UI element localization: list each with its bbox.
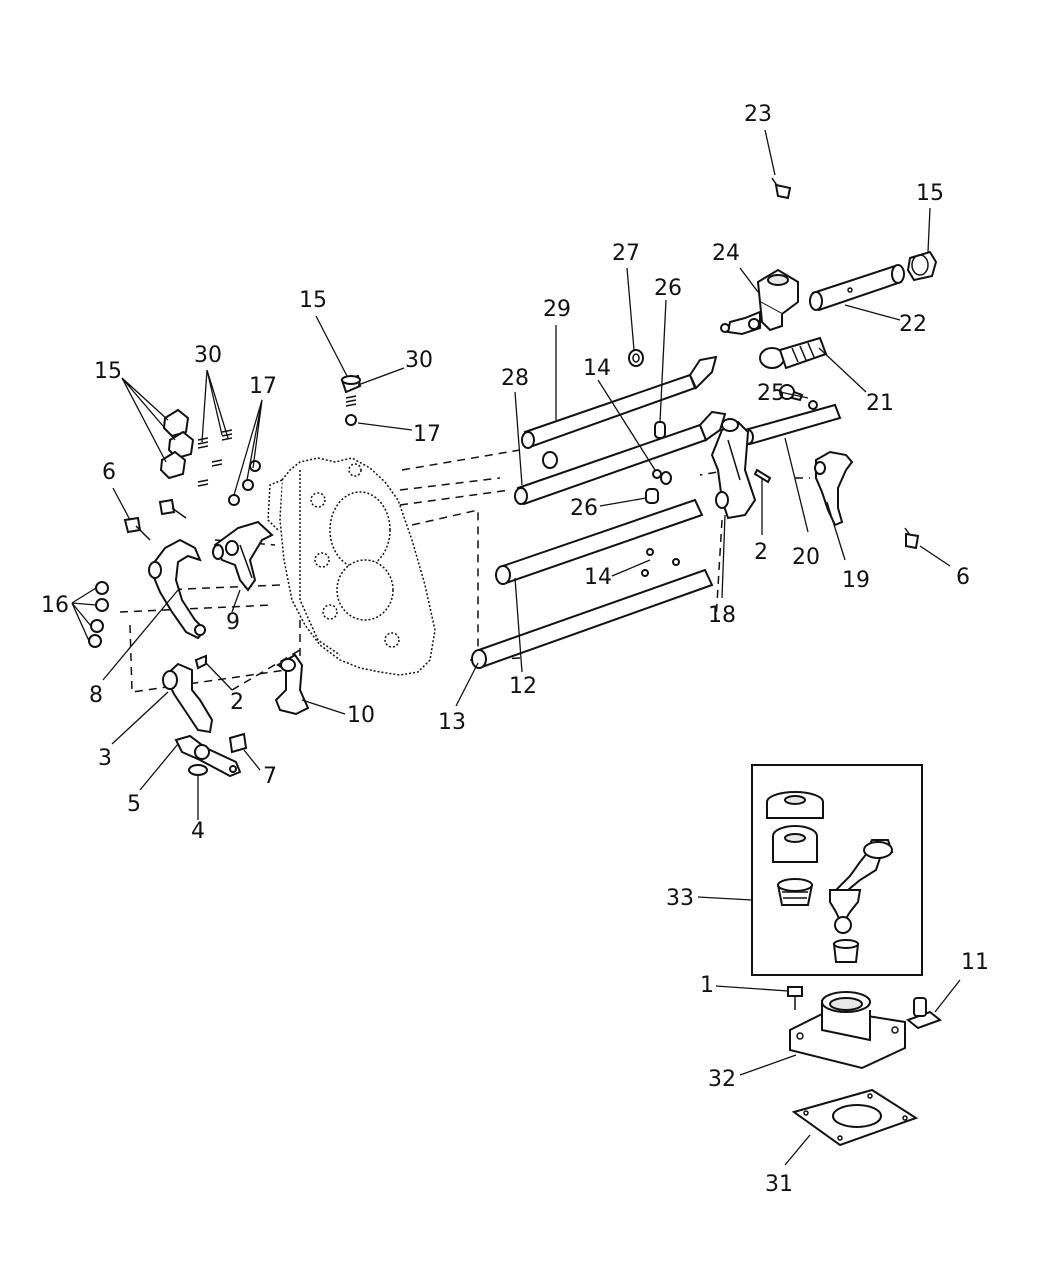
callout-24: 24 [712, 241, 740, 266]
callout-20: 20 [792, 545, 820, 570]
springs-30-left [197, 429, 233, 487]
lever-3 [162, 654, 214, 734]
pin-14b [646, 548, 654, 556]
lever-5 [174, 734, 242, 778]
callout-11: 11 [961, 950, 989, 975]
callout-7: 7 [263, 764, 277, 789]
small-parts [542, 349, 818, 577]
callout-23: 23 [744, 102, 772, 127]
callout-3: 3 [98, 746, 112, 771]
callout-2-right: 2 [754, 540, 768, 565]
callout-18: 18 [708, 603, 736, 628]
washer-4 [188, 764, 208, 776]
sleeve-22 [809, 264, 905, 312]
callout-16: 16 [41, 593, 69, 618]
shift-fork-18 [710, 418, 757, 520]
shift-fork-9 [212, 520, 274, 592]
shift-rail-20 [743, 403, 842, 446]
bracket-11 [905, 997, 943, 1030]
callout-17-center: 17 [413, 422, 441, 447]
kit-33-parts [766, 791, 894, 963]
callout-21: 21 [866, 391, 894, 416]
callout-25: 25 [757, 381, 785, 406]
callout-15-center: 15 [299, 288, 327, 313]
leader-lines [71, 129, 961, 1166]
pin-2a [753, 468, 772, 484]
callout-22: 22 [899, 312, 927, 337]
bolts-6-left [123, 498, 187, 541]
callout-9: 9 [226, 610, 240, 635]
washers-16 [88, 581, 109, 648]
plunger-21 [759, 336, 828, 370]
callout-8: 8 [89, 683, 103, 708]
callout-28: 28 [501, 366, 529, 391]
callout-17-left: 17 [249, 374, 277, 399]
transmission-housing [267, 457, 436, 676]
lever-10 [274, 653, 310, 716]
interlock-26b [645, 488, 659, 504]
callout-32: 32 [708, 1067, 736, 1092]
callout-13: 13 [438, 710, 466, 735]
balls-17-left [228, 460, 261, 506]
ball-14a [652, 469, 662, 479]
shift-rails [471, 355, 842, 669]
callout-4: 4 [191, 819, 205, 844]
callout-19: 19 [842, 568, 870, 593]
bolt-23 [771, 177, 792, 200]
callout-30-left: 30 [194, 343, 222, 368]
callout-29: 29 [543, 297, 571, 322]
callout-2-left: 2 [230, 690, 244, 715]
gasket-31 [791, 1088, 919, 1147]
callout-6-right: 6 [956, 565, 970, 590]
callout-14-top: 14 [583, 356, 611, 381]
callout-27: 27 [612, 241, 640, 266]
top-plug-spring-ball [340, 374, 362, 426]
callout-12: 12 [509, 674, 537, 699]
callout-6-left: 6 [102, 460, 116, 485]
plug-27 [628, 349, 644, 367]
callout-1: 1 [700, 973, 714, 998]
bolt-6-right [904, 527, 920, 550]
shift-fork-8 [148, 538, 207, 640]
interlock-26a [654, 421, 666, 439]
callout-15-top: 15 [916, 181, 944, 206]
callout-30-center: 30 [405, 348, 433, 373]
callout-5: 5 [127, 792, 141, 817]
callout-31: 31 [765, 1172, 793, 1197]
plugs-15-left [159, 408, 195, 480]
callout-26-top: 26 [654, 276, 682, 301]
plug-15-top [906, 250, 938, 282]
cap-7 [228, 732, 248, 754]
kit-33-box [751, 764, 923, 976]
shift-fork-19 [814, 450, 854, 527]
callout-33: 33 [666, 886, 694, 911]
callout-26-center: 26 [570, 496, 598, 521]
callout-labels: 23 15 27 24 26 29 22 15 30 28 14 15 30 1… [41, 102, 989, 1197]
shifter-base-32 [789, 991, 906, 1070]
selector-block-24 [720, 268, 799, 336]
callout-15-left: 15 [94, 359, 122, 384]
callout-14-center: 14 [584, 565, 612, 590]
callout-10: 10 [347, 703, 375, 728]
bolt-1 [787, 986, 803, 1010]
